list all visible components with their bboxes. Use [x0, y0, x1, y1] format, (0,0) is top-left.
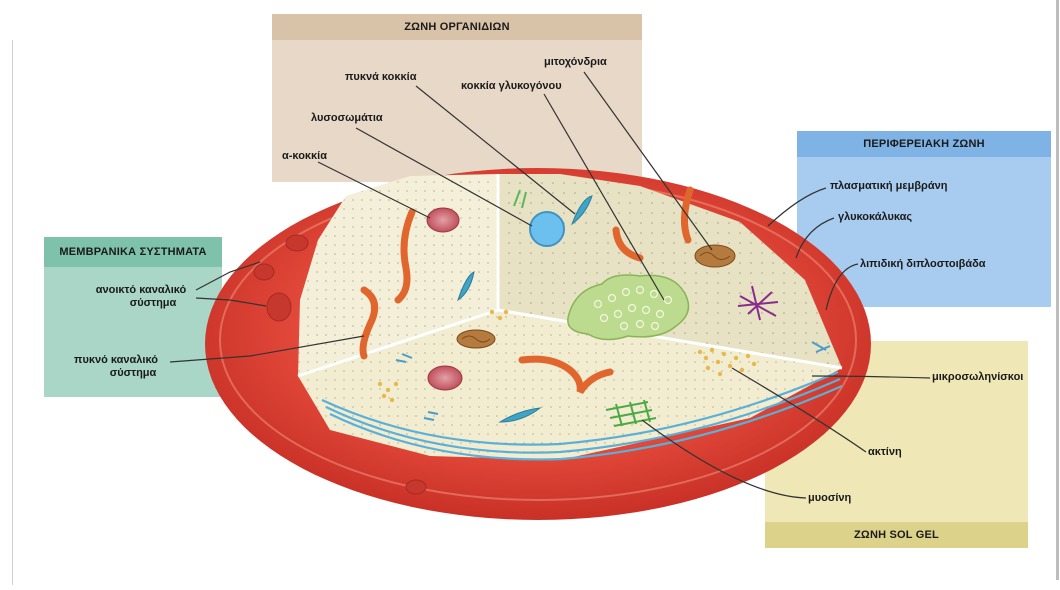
label-dense-granules: πυκνά κοκκία [345, 71, 416, 84]
label-mitochondria: μιτοχόνδρια [544, 56, 607, 69]
open-canalicular-pore-2 [254, 264, 274, 280]
label-myosin: μυοσίνη [808, 492, 851, 505]
open-canalicular-pore-3 [267, 293, 291, 321]
label-actin: ακτίνη [868, 446, 902, 459]
alpha-granule-2 [428, 366, 462, 390]
label-dense-tubular-system: πυκνό καναλικό σύστημα [62, 354, 170, 380]
label-plasma-membrane: πλασματική μεμβράνη [830, 180, 947, 193]
open-canalicular-pore-1 [286, 235, 308, 251]
label-alpha-granules: α-κοκκία [282, 150, 327, 163]
label-glycogen-granules: κοκκία γλυκογόνου [461, 80, 562, 93]
open-canalicular-pore-4 [406, 480, 426, 494]
label-open-canalicular-system: ανοικτό καναλικό σύστημα [86, 284, 196, 310]
lysosome [530, 212, 564, 246]
label-open-canalicular-line1: ανοικτό καναλικό [86, 284, 196, 297]
label-dense-tubular-line2: σύστημα [62, 367, 170, 380]
label-open-canalicular-line2: σύστημα [86, 297, 196, 310]
label-lysosomes: λυσοσωμάτια [311, 112, 383, 125]
label-dense-tubular-line1: πυκνό καναλικό [62, 354, 170, 367]
label-microtubules: μικροσωληνίσκοι [932, 371, 1023, 384]
label-lipid-bilayer: λιπιδική διπλοστοιβάδα [860, 258, 986, 271]
label-glycocalyx: γλυκοκάλυκας [838, 211, 912, 224]
alpha-granule-1 [427, 208, 459, 232]
mitochondrion-1 [695, 245, 735, 267]
